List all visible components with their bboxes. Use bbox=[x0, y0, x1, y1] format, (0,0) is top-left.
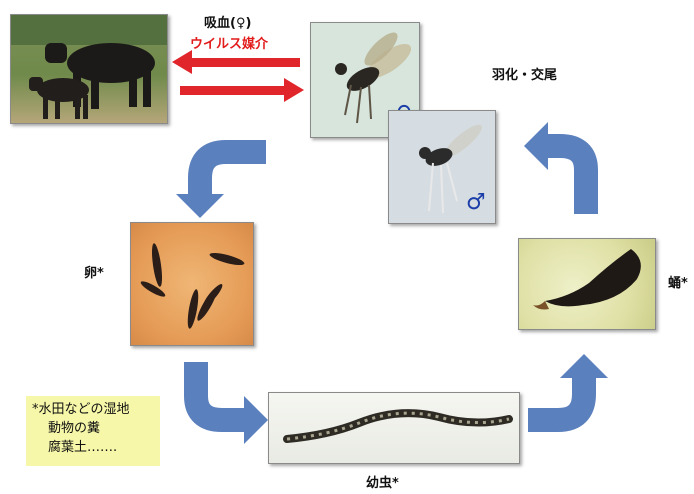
red-arrow-right bbox=[180, 78, 304, 102]
blood-feeding-label: 吸血(♀) bbox=[204, 12, 251, 31]
habitat-note-line-1: *水田などの湿地 bbox=[32, 400, 154, 419]
arrow-to-pupa bbox=[528, 354, 608, 420]
habitat-note-line-2: 動物の糞 bbox=[32, 419, 154, 438]
arrow-to-eggs bbox=[176, 152, 266, 218]
pupa-label: 蛹* bbox=[668, 272, 688, 291]
larva-label: 幼虫* bbox=[366, 472, 399, 491]
egg-label: 卵* bbox=[84, 262, 104, 281]
arrow-to-adult bbox=[524, 122, 586, 214]
emergence-mating-label: 羽化・交尾 bbox=[492, 64, 557, 83]
habitat-notes-box: *水田などの湿地 動物の糞 腐葉土……. bbox=[26, 396, 160, 466]
virus-vector-label: ウイルス媒介 bbox=[190, 33, 268, 52]
red-arrow-left bbox=[172, 50, 300, 74]
habitat-note-line-3: 腐葉土……. bbox=[32, 438, 154, 457]
arrow-to-larva bbox=[196, 362, 268, 444]
